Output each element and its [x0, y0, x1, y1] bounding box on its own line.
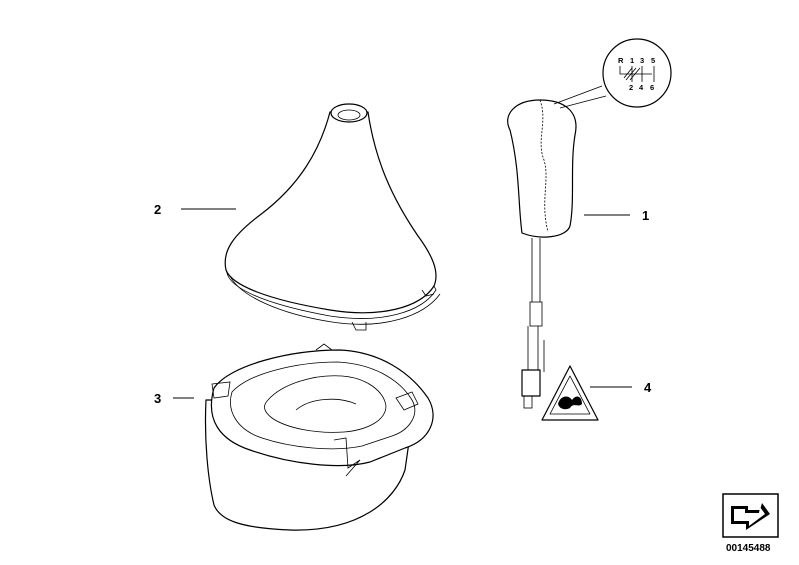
callout-line — [553, 85, 607, 109]
warning-triangle-icon[interactable] — [541, 365, 599, 421]
shift-char-reverse: R — [618, 56, 624, 65]
part-number-2: 2 — [154, 202, 161, 217]
callout-1: 1 — [584, 208, 649, 223]
shift-pattern-detail: R 1 3 5 2 4 6 — [602, 38, 672, 108]
shift-char-fourth: 4 — [639, 83, 644, 92]
part-number-3: 3 — [154, 391, 161, 406]
arrow-badge-icon — [722, 493, 779, 538]
shift-char-fifth: 5 — [651, 56, 655, 65]
shift-char-first: 1 — [630, 56, 634, 65]
part-number-1: 1 — [642, 208, 649, 223]
shift-char-second: 2 — [629, 83, 633, 92]
part-number-4: 4 — [644, 380, 652, 395]
callout-3: 3 — [154, 391, 194, 406]
callout-2: 2 — [154, 202, 236, 217]
shift-char-third: 3 — [640, 56, 644, 65]
shift-char-sixth: 6 — [650, 83, 654, 92]
gear-knob[interactable] — [507, 99, 577, 409]
callout-4: 4 — [590, 380, 652, 395]
boot-frame[interactable] — [204, 343, 434, 531]
gear-boot[interactable] — [224, 103, 441, 331]
diagram-id: 00145488 — [726, 543, 771, 554]
